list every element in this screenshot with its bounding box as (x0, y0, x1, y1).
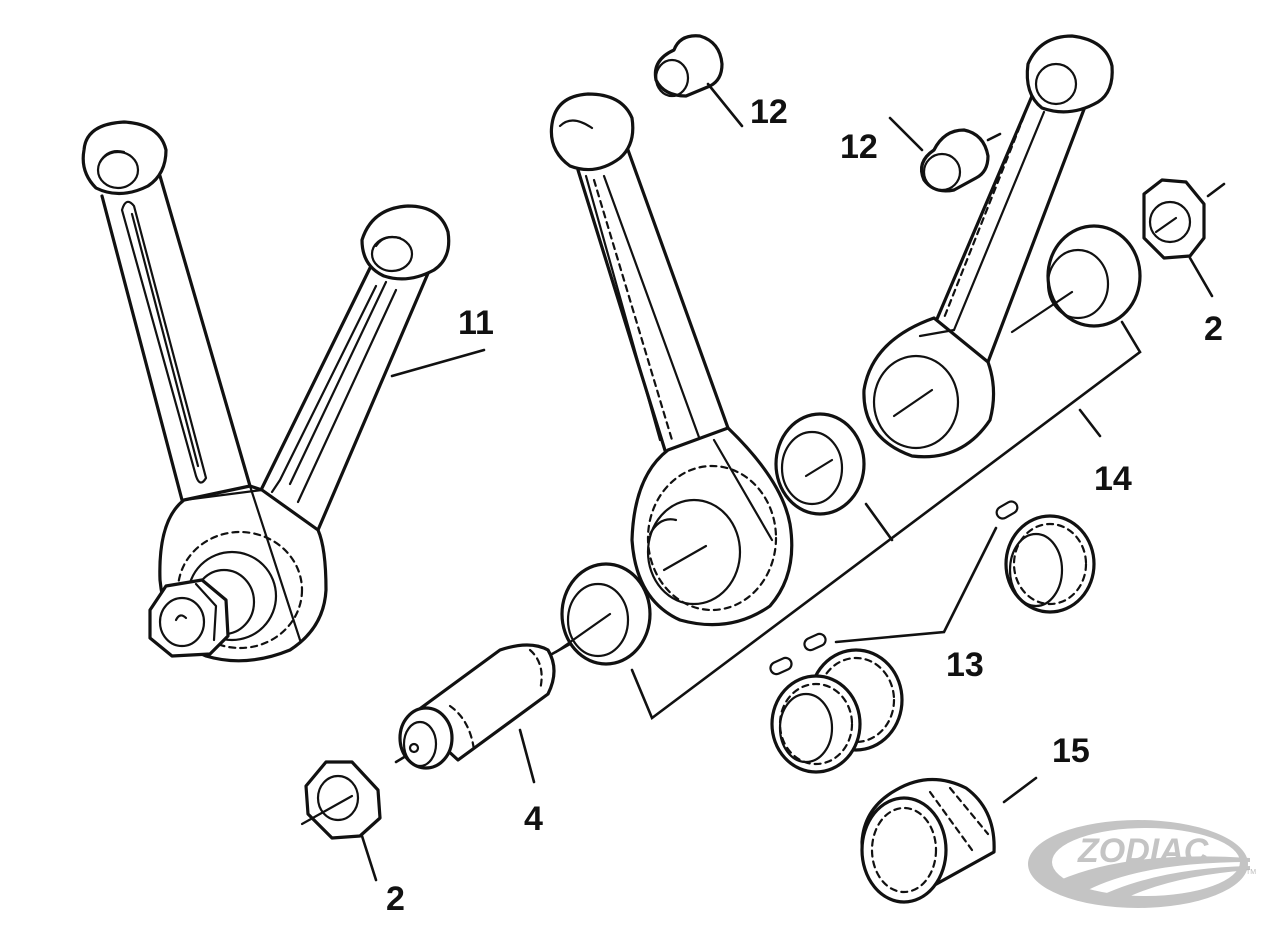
part-12-bushing-top (653, 34, 724, 98)
zodiac-logo: ZODIAC TM (1028, 820, 1256, 908)
part-14-race-top (1010, 224, 1142, 334)
callout-11: 11 (458, 304, 494, 342)
bracket-14-tick (864, 502, 894, 542)
callout-15: 15 (1052, 732, 1090, 770)
part-12-bushing-second (920, 128, 1002, 193)
part-11-rod-assembly (81, 120, 451, 663)
part-14-race-bottom (554, 562, 652, 666)
logo-trademark: TM (1246, 869, 1256, 876)
part-2-nut-bottom (300, 760, 382, 840)
bracket-14 (630, 320, 1142, 721)
callout-12a: 12 (750, 93, 788, 131)
part-13-washer-1 (995, 500, 1019, 520)
part-13-washer-3 (769, 656, 793, 676)
callout-14: 14 (1094, 460, 1132, 498)
part-2-nut-right (1142, 178, 1206, 260)
leader-4 (518, 728, 536, 784)
callout-4: 4 (524, 800, 543, 838)
leader-11 (390, 348, 486, 378)
leader-2b (360, 834, 378, 882)
callout-13: 13 (946, 646, 984, 684)
leader-13 (834, 526, 998, 644)
callout-2a: 2 (1204, 310, 1223, 348)
leader-2a-axis (1206, 182, 1226, 198)
leader-15 (1002, 776, 1038, 804)
part-14-race-middle (774, 412, 866, 516)
leader-12b (888, 116, 924, 152)
leader-2a (1188, 256, 1214, 298)
callout-12b: 12 (840, 128, 878, 166)
logo-wordmark: ZODIAC (1077, 832, 1209, 870)
part-15-bearing-cage (860, 777, 996, 904)
part-13-washer-2 (803, 632, 827, 652)
part-13-bearing-left (770, 648, 904, 774)
part-connecting-rod-right (862, 34, 1114, 459)
callout-2b: 2 (386, 880, 405, 918)
part-13-bearing-right (1004, 514, 1096, 614)
leader-14 (1078, 408, 1102, 438)
part-connecting-rod-middle (549, 92, 794, 627)
part-4-crank-pin (394, 642, 572, 770)
leader-12a (706, 82, 744, 128)
